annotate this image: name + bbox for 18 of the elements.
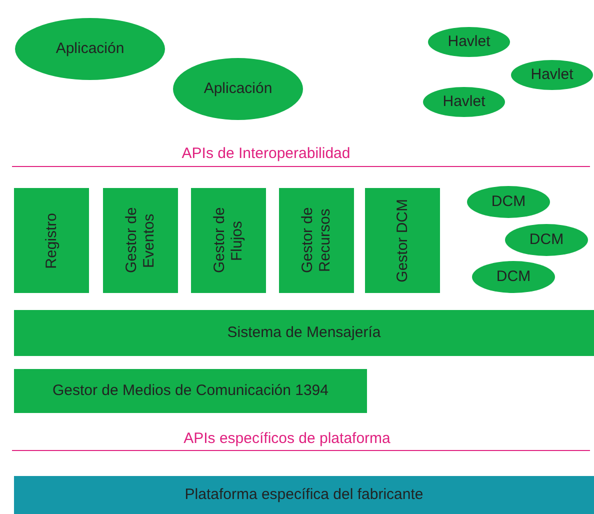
- havlet-ellipse: Havlet: [423, 87, 505, 117]
- layer-bar: Sistema de Mensajería: [14, 310, 594, 356]
- platform-bar: Plataforma específica del fabricante: [14, 476, 594, 514]
- module-box: Gestor DCM: [365, 188, 440, 293]
- dcm-ellipse: DCM: [467, 186, 550, 218]
- module-box: Gestor de Recursos: [279, 188, 354, 293]
- havlet-ellipse: Havlet: [428, 27, 510, 57]
- dcm-ellipse: DCM: [505, 224, 588, 256]
- dcm-ellipse: DCM: [472, 261, 555, 293]
- application-ellipse: Aplicación: [173, 58, 303, 120]
- module-box: Gestor de Flujos: [191, 188, 266, 293]
- application-ellipse: Aplicación: [15, 18, 165, 80]
- api-layer-label: APIs de Interoperabilidad: [182, 145, 350, 162]
- api-layer-label: APIs específicos de plataforma: [184, 430, 390, 447]
- module-box: Registro: [14, 188, 89, 293]
- havlet-ellipse: Havlet: [511, 60, 593, 90]
- layer-bar: Gestor de Medios de Comunicación 1394: [14, 369, 367, 413]
- module-box: Gestor de Eventos: [103, 188, 178, 293]
